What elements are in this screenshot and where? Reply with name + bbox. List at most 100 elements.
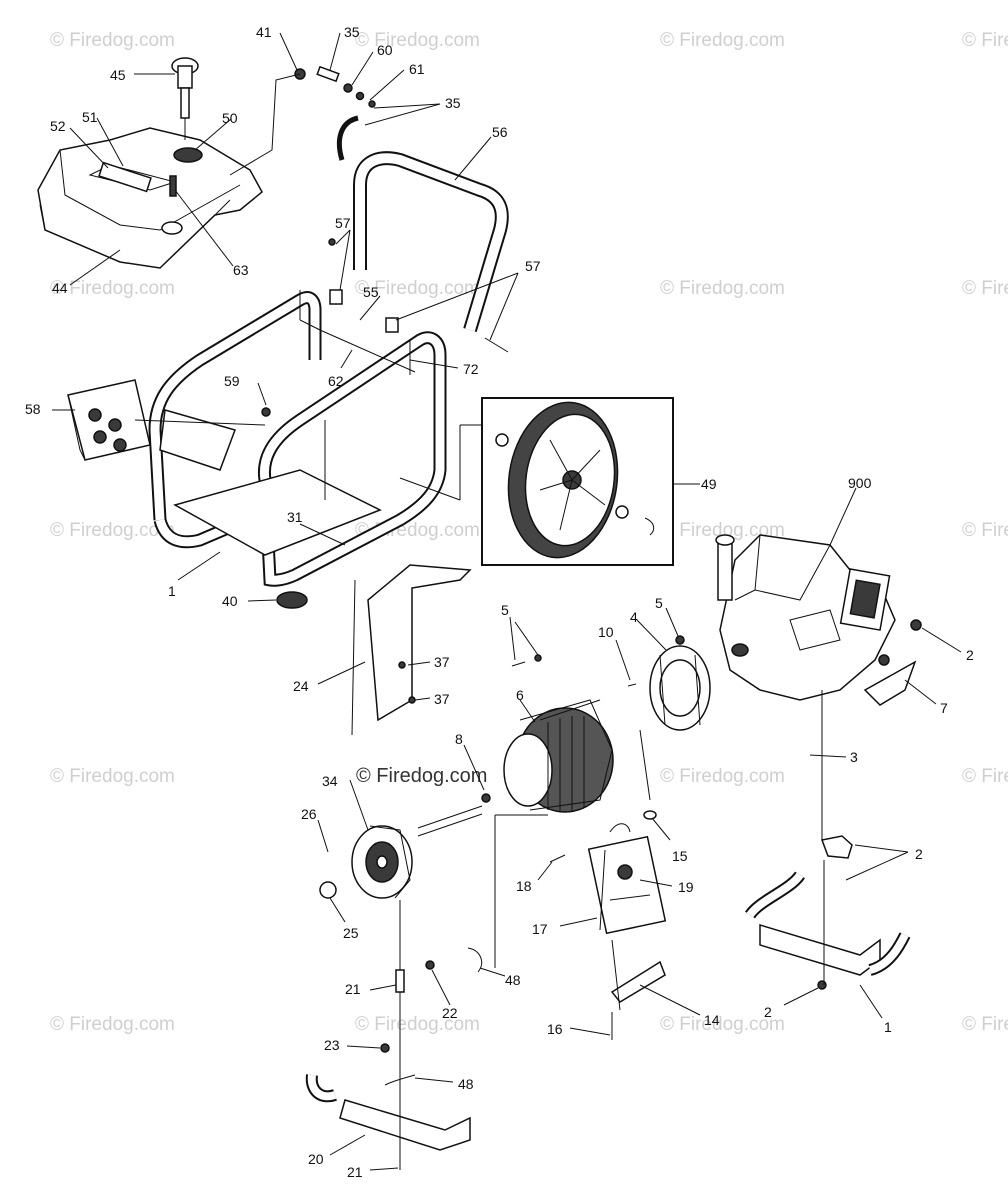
nut <box>910 619 922 631</box>
watermark: © Firedog.com <box>962 766 1008 787</box>
through-bolt <box>417 805 483 829</box>
clip <box>467 947 483 973</box>
engine-mount <box>863 660 917 706</box>
callout-56: 56 <box>492 124 508 140</box>
callout-20: 20 <box>308 1151 324 1167</box>
callout-57: 57 <box>525 258 541 274</box>
callout-16: 16 <box>547 1021 563 1037</box>
adapter-bolt <box>675 635 685 645</box>
fuel-tank <box>37 127 263 269</box>
watermark: © Firedog.com <box>50 1014 175 1035</box>
callout-23: 23 <box>324 1037 340 1053</box>
watermark: © Firedog.com <box>660 766 785 787</box>
watermark: © Firedog.com <box>660 30 785 51</box>
callout-14: 14 <box>704 1012 720 1028</box>
frame-base-left <box>305 1043 471 1151</box>
muffler-bolt <box>549 854 566 863</box>
callout-35: 35 <box>445 95 461 111</box>
callout-5: 5 <box>501 602 509 618</box>
frame <box>148 290 447 587</box>
callout-24: 24 <box>293 678 309 694</box>
callout-8: 8 <box>455 731 463 747</box>
watermark: © Firedog.com <box>962 278 1008 299</box>
callout-51: 51 <box>82 109 98 125</box>
stator-assembly <box>503 699 614 813</box>
callout-21: 21 <box>347 1164 363 1180</box>
watermark: © Firedog.com <box>50 278 175 299</box>
callout-61: 61 <box>409 61 425 77</box>
callout-7: 7 <box>940 700 948 716</box>
watermark: © Firedog.com <box>355 278 480 299</box>
fuel-line-fittings <box>229 65 376 176</box>
callout-37: 37 <box>434 654 450 670</box>
watermark: © Firedog.com <box>50 30 175 51</box>
callout-1: 1 <box>168 583 176 599</box>
callout-44: 44 <box>52 280 68 296</box>
watermark: © Firedog.com <box>50 520 175 541</box>
handle-clamp <box>329 289 343 305</box>
center-watermark: © Firedog.com <box>356 765 487 787</box>
callout-10: 10 <box>598 624 614 640</box>
callout-4: 4 <box>630 609 638 625</box>
callout-18: 18 <box>516 878 532 894</box>
bolt <box>511 661 526 667</box>
callout-55: 55 <box>363 284 379 300</box>
gasket <box>609 823 631 833</box>
callout-15: 15 <box>672 848 688 864</box>
callout-45: 45 <box>110 67 126 83</box>
rear-bearing-carrier <box>351 825 413 899</box>
callout-59: 59 <box>224 373 240 389</box>
callout-22: 22 <box>442 1005 458 1021</box>
frame-base-right <box>745 835 911 990</box>
bolt-head <box>534 654 542 662</box>
watermark: © Firedog.com <box>962 520 1008 541</box>
leader-lines <box>52 32 962 1171</box>
clip-nut <box>425 960 435 970</box>
handle-bolt <box>484 337 509 353</box>
callout-37: 37 <box>434 691 450 707</box>
callout-60: 60 <box>377 42 393 58</box>
engine <box>715 534 896 701</box>
callout-63: 63 <box>233 262 249 278</box>
muffler-bracket <box>610 960 666 1003</box>
end-cap <box>319 881 337 899</box>
callout-58: 58 <box>25 401 41 417</box>
callout-21: 21 <box>345 981 361 997</box>
callout-2: 2 <box>764 1004 772 1020</box>
control-panel <box>67 379 151 461</box>
callout-35: 35 <box>344 24 360 40</box>
callout-3: 3 <box>850 749 858 765</box>
bracket <box>367 564 472 722</box>
gasket-ring <box>643 810 657 820</box>
watermark: © Firedog.com <box>660 1014 785 1035</box>
callout-50: 50 <box>222 110 238 126</box>
rubber-foot <box>276 591 308 609</box>
callout-25: 25 <box>343 925 359 941</box>
callout-1: 1 <box>884 1019 892 1035</box>
watermark: © Firedog.com <box>660 520 785 541</box>
muffler <box>587 835 667 935</box>
callout-17: 17 <box>532 921 548 937</box>
callout-48: 48 <box>505 972 521 988</box>
washer <box>481 793 491 803</box>
watermark-layer: © Firedog.com © Firedog.com © Firedog.co… <box>50 30 1008 1035</box>
handle-clamp <box>385 317 399 333</box>
callout-72: 72 <box>463 361 479 377</box>
callout-26: 26 <box>301 806 317 822</box>
watermark: © Firedog.com <box>660 278 785 299</box>
watermark: © Firedog.com <box>50 766 175 787</box>
callout-2: 2 <box>966 647 974 663</box>
callout-5: 5 <box>655 595 663 611</box>
callout-900: 900 <box>848 475 872 491</box>
watermark: © Firedog.com <box>355 1014 480 1035</box>
callout-49: 49 <box>701 476 717 492</box>
nut <box>878 654 890 666</box>
wheel-kit-box <box>481 397 674 566</box>
handle-bolt <box>328 238 336 246</box>
panel-bolt <box>261 407 271 417</box>
callout-31: 31 <box>287 509 303 525</box>
watermark: © Firedog.com <box>355 30 480 51</box>
fuel-gauge-cap <box>171 57 199 140</box>
callout-2: 2 <box>915 846 923 862</box>
